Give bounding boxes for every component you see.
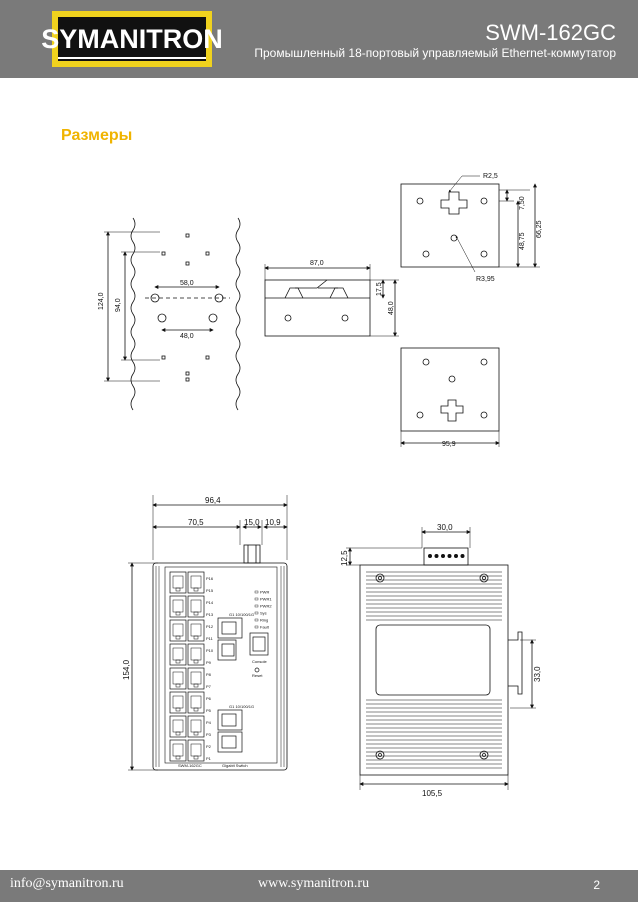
front-panel-extras xyxy=(217,617,269,753)
rj45-port xyxy=(187,739,205,762)
port-label: P8 xyxy=(206,672,212,677)
rj45-port xyxy=(169,571,187,594)
rj45-port xyxy=(187,643,205,666)
rj45-port xyxy=(187,595,205,618)
sfp-label-bottom: G1 10/100/1G xyxy=(229,704,254,709)
bracket-bottom-view xyxy=(400,347,500,447)
dim-bracket-radius-bottom: R3,95 xyxy=(476,276,495,283)
footer-website-link[interactable]: www.symanitron.ru xyxy=(258,876,370,891)
rj45-port xyxy=(169,739,187,762)
front-model-plate: SWM-162GC xyxy=(178,763,202,768)
logo-underline xyxy=(58,57,206,59)
port-label: P3 xyxy=(206,732,212,737)
product-subtitle: Промышленный 18-портовый управляемый Eth… xyxy=(254,46,616,60)
dim-side-span-bottom: 48,0 xyxy=(180,333,194,340)
brand-logo-text: SYMANITRON xyxy=(41,23,223,54)
rj45-port xyxy=(169,715,187,738)
port-label: P10 xyxy=(206,648,214,653)
port-label: P14 xyxy=(206,600,214,605)
sfp-label-top: G1 10/100/1G xyxy=(229,612,254,617)
dim-side-height: 124,0 xyxy=(98,292,105,310)
dim-front-width-b: 15,0 xyxy=(244,518,260,527)
dim-din-height: 48,0 xyxy=(388,301,395,315)
port-label: P5 xyxy=(206,708,212,713)
dim-side-pitch: 94,0 xyxy=(115,298,122,312)
console-label: Console xyxy=(252,659,267,664)
side-view xyxy=(104,217,241,411)
led-label: PWR1 xyxy=(260,597,272,602)
terminal-pin xyxy=(434,554,439,558)
rj45-port xyxy=(169,595,187,618)
rj45-port xyxy=(169,619,187,642)
reset-label: Reset xyxy=(252,673,263,678)
led-label: PWR2 xyxy=(260,604,272,609)
rj45-port xyxy=(187,571,205,594)
front-view xyxy=(128,495,288,771)
dim-din-width: 87,0 xyxy=(310,260,324,267)
port-label: P11 xyxy=(206,636,214,641)
dim-side-span-top: 58,0 xyxy=(180,280,194,287)
led-label: PWR xyxy=(260,590,269,595)
rj45-port xyxy=(187,619,205,642)
rj45-port xyxy=(187,691,205,714)
terminal-block-pins xyxy=(428,554,465,558)
dim-back-width: 105,5 xyxy=(422,789,443,798)
port-label: P1 xyxy=(206,756,212,761)
bracket-top-view xyxy=(400,175,540,273)
terminal-pin xyxy=(460,554,465,558)
dim-back-terminal-width: 30,0 xyxy=(437,523,453,532)
dim-bracket-height-a: 48,75 xyxy=(519,232,526,250)
rj45-port xyxy=(169,643,187,666)
footer-email-link[interactable]: info@symanitron.ru xyxy=(10,876,124,891)
header-bar: SYMANITRON SWM-162GC Промышленный 18-пор… xyxy=(0,0,638,78)
led-label: Sys xyxy=(260,611,267,616)
port-label: P16 xyxy=(206,576,214,581)
dim-back-din-height: 33,0 xyxy=(533,666,542,682)
brand-logo: SYMANITRON xyxy=(41,17,223,61)
led-label: Ring xyxy=(260,618,268,623)
port-label: P6 xyxy=(206,696,212,701)
port-label: P9 xyxy=(206,660,212,665)
led-indicators: PWR PWR1 PWR2 Sys Ring Fault xyxy=(254,590,272,630)
port-label: P2 xyxy=(206,744,212,749)
led-label: Fault xyxy=(260,625,270,630)
dim-din-offset: 17,5 xyxy=(376,282,383,296)
port-label: P13 xyxy=(206,612,214,617)
dim-bracket-bottom-width: 95,9 xyxy=(442,441,456,448)
terminal-pin xyxy=(447,554,452,558)
port-label: P7 xyxy=(206,684,212,689)
din-rail-view xyxy=(264,264,399,337)
dim-front-width-c: 10,9 xyxy=(265,518,281,527)
dim-back-terminal-height: 12,5 xyxy=(340,550,349,566)
back-view xyxy=(346,527,536,790)
section-title: Размеры xyxy=(61,127,133,144)
dim-front-height: 154,0 xyxy=(122,659,131,680)
terminal-pin xyxy=(428,554,432,558)
port-label: P12 xyxy=(206,624,214,629)
heatsink-fins xyxy=(366,571,502,769)
port-label: P4 xyxy=(206,720,212,725)
terminal-pin xyxy=(441,554,445,558)
terminal-pin xyxy=(454,554,458,558)
product-model: SWM-162GC xyxy=(485,20,616,45)
rj45-port xyxy=(187,715,205,738)
port-label: P15 xyxy=(206,588,214,593)
dim-front-overall-width: 96,4 xyxy=(205,496,221,505)
dim-bracket-offset: 7,50 xyxy=(519,196,526,210)
dim-front-width-a: 70,5 xyxy=(188,518,204,527)
footer-bar: info@symanitron.ru www.symanitron.ru 2 xyxy=(0,870,638,902)
page-number: 2 xyxy=(593,878,600,892)
dim-bracket-radius-top: R2,5 xyxy=(483,173,498,180)
front-brand-plate: Gigabit Switch xyxy=(222,763,248,768)
rj45-port xyxy=(187,667,205,690)
rj45-port xyxy=(169,667,187,690)
dim-bracket-height-b: 66,25 xyxy=(536,220,543,238)
rj45-port xyxy=(169,691,187,714)
